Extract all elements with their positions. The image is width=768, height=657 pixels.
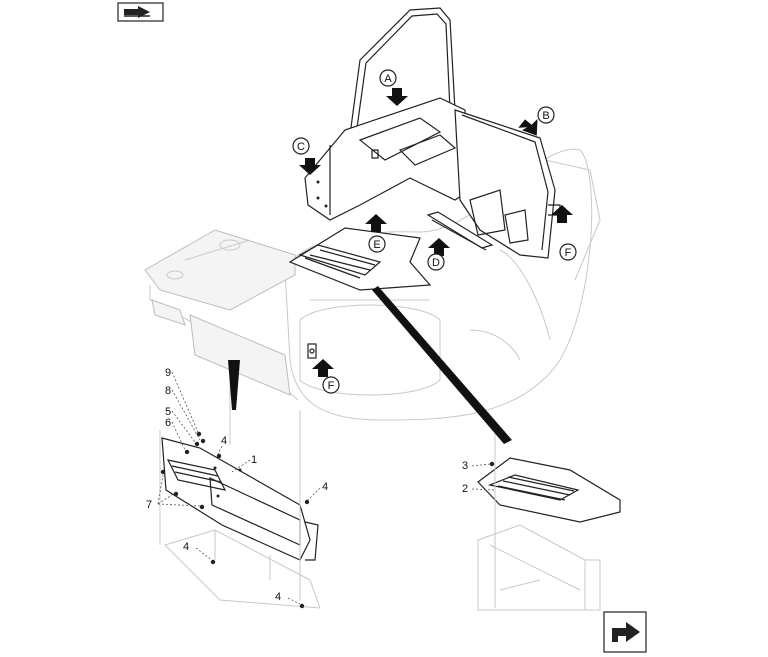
view-letter-d: D	[432, 257, 440, 269]
view-letter-f-right: F	[565, 247, 572, 259]
part-number-1: 1	[251, 454, 257, 466]
view-letter-c: C	[297, 141, 305, 153]
part-number-4-right: 4	[322, 481, 328, 493]
pointer-arrows	[228, 286, 512, 444]
lower-mount-outline	[164, 529, 321, 609]
part-number-5: 5	[165, 406, 171, 418]
callout-F-front: F	[322, 376, 340, 394]
left-deck-outline	[144, 229, 299, 401]
fasteners	[160, 431, 495, 609]
upper-panel-assembly	[304, 97, 471, 221]
callout-A: A	[379, 69, 397, 87]
floor-mat-detail	[477, 457, 621, 523]
cab-frame	[349, 7, 456, 136]
return-arrow-icon[interactable]	[603, 611, 647, 653]
floor-plate	[288, 227, 432, 291]
callout-D: D	[427, 253, 445, 271]
part-number-3: 3	[462, 460, 468, 472]
part-number-6: 6	[165, 417, 171, 429]
leader-lines	[157, 371, 496, 605]
center-rail	[426, 211, 494, 251]
view-letter-f-front: F	[328, 380, 335, 392]
book-arrow-icon[interactable]	[117, 2, 164, 22]
callout-F-right: F	[559, 243, 577, 261]
callout-E: E	[368, 235, 386, 253]
view-letter-b: B	[542, 110, 549, 122]
machine-body-outline	[284, 148, 601, 421]
part-number-4-bottom: 4	[275, 591, 281, 603]
view-arrows	[299, 88, 573, 377]
view-letter-a: A	[384, 73, 392, 85]
part-number-8: 8	[165, 385, 171, 397]
part-number-2: 2	[462, 483, 468, 495]
part-number-4-lower: 4	[183, 541, 189, 553]
part-number-4-top: 4	[221, 435, 227, 447]
part-number-9: 9	[165, 367, 171, 379]
right-window-frame	[454, 109, 561, 259]
callout-C: C	[292, 137, 310, 155]
lower-right-outline	[477, 524, 601, 611]
part-number-7: 7	[146, 499, 152, 511]
front-latch	[307, 343, 317, 359]
callout-B: B	[537, 106, 555, 124]
view-letter-e: E	[373, 239, 380, 251]
projection-lines	[159, 380, 496, 608]
